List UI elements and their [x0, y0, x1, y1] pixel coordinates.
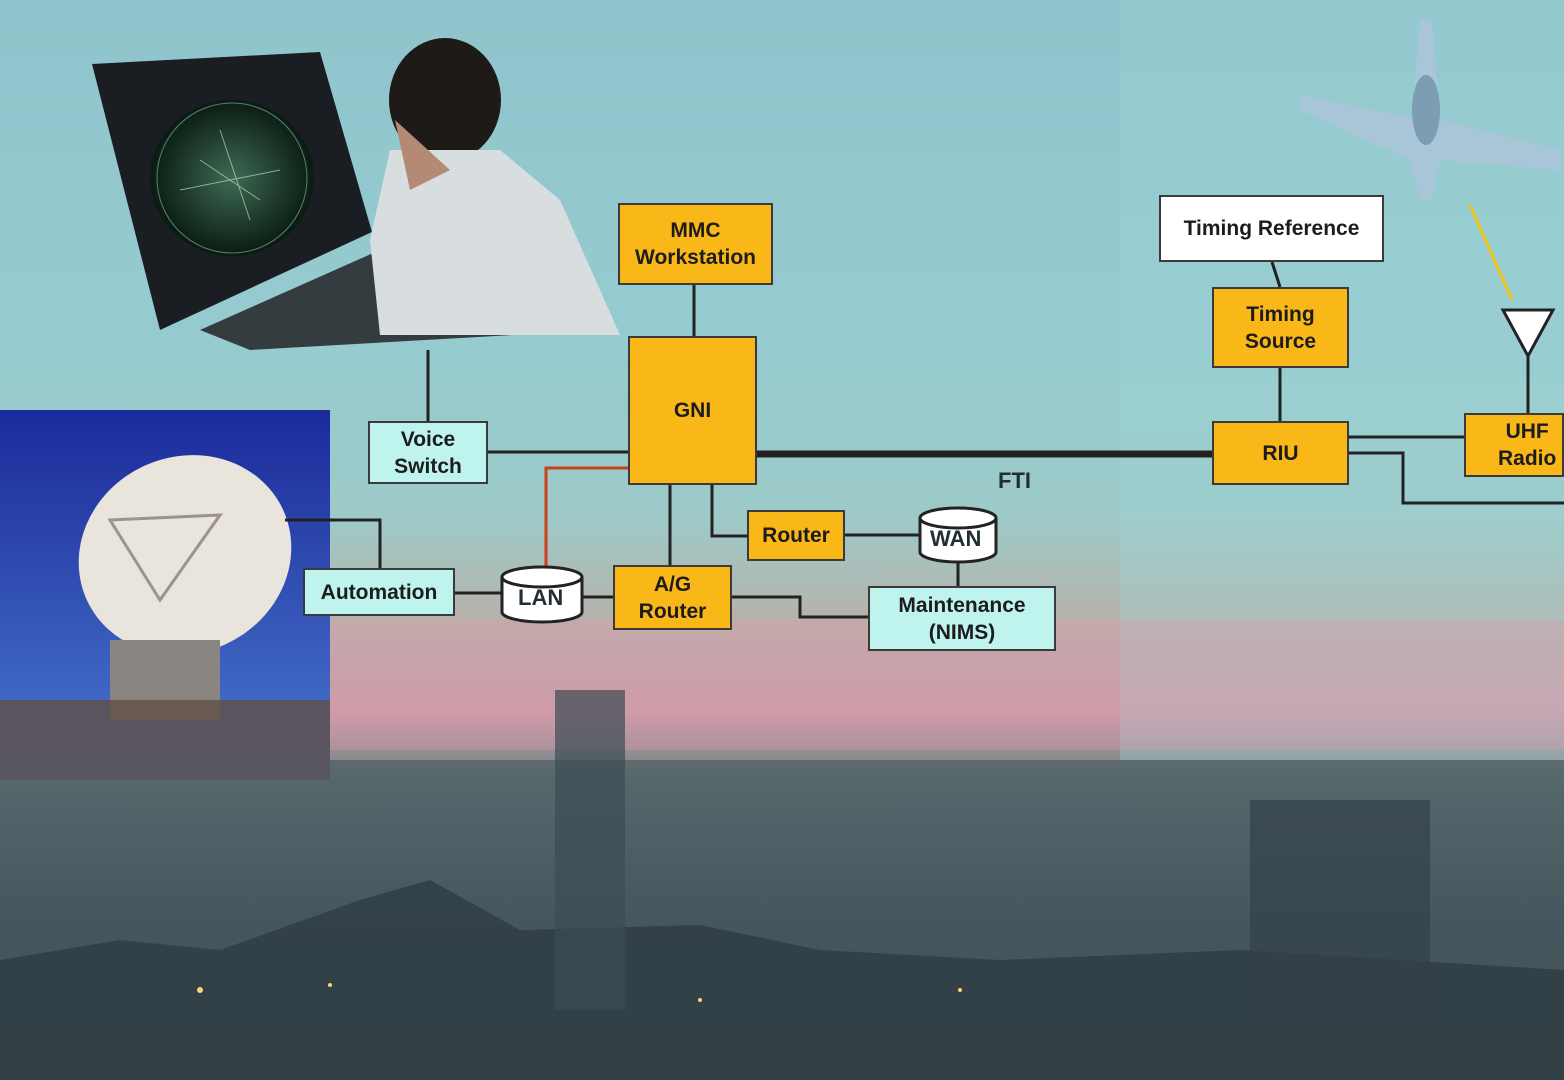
- aircraft-image: [1300, 20, 1560, 301]
- edge-agrouter-maint: [732, 595, 868, 619]
- edge-gni-lan: [544, 466, 628, 568]
- node-ag-router: A/G Router: [613, 565, 732, 630]
- lan-cylinder: [500, 565, 584, 624]
- node-mmc-workstation: MMC Workstation: [618, 203, 773, 285]
- node-gni: GNI: [628, 336, 757, 485]
- node-uhf-radio: UHF Radio: [1464, 413, 1564, 477]
- node-timing-reference: Timing Reference: [1159, 195, 1384, 262]
- edge-tref-tsource: [1270, 261, 1282, 288]
- node-voice-switch: Voice Switch: [368, 421, 488, 484]
- node-riu: RIU: [1212, 421, 1349, 485]
- wan-cylinder: [918, 506, 998, 564]
- edge-riu-offpage: [1348, 451, 1564, 505]
- node-lan: LAN: [518, 585, 564, 610]
- edge-gni-router: [710, 485, 747, 538]
- node-timing-source: Timing Source: [1212, 287, 1349, 368]
- node-router: Router: [747, 510, 845, 561]
- radar-dish-image: [0, 410, 330, 780]
- node-automation: Automation: [303, 568, 455, 616]
- node-maintenance: Maintenance (NIMS): [868, 586, 1056, 651]
- radar-console-image: [92, 38, 620, 350]
- node-wan: WAN: [930, 526, 982, 551]
- uhf-antenna-icon: [1500, 308, 1556, 360]
- edge-dish-automation: [285, 518, 382, 568]
- link-label-fti: FTI: [998, 468, 1031, 493]
